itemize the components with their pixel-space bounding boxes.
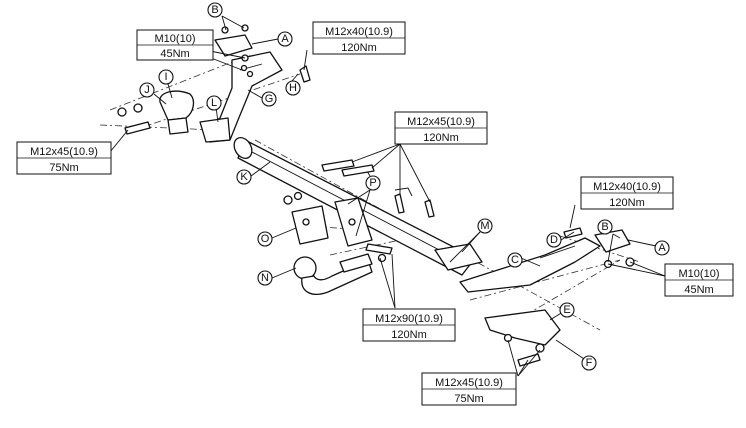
svg-text:K: K	[240, 171, 248, 183]
spec-box-right-lower: M10(10) 45Nm	[664, 263, 734, 297]
callout-k: K	[236, 169, 252, 185]
spec-torque: 120Nm	[341, 42, 376, 54]
spec-box-center: M12x45(10.9) 120Nm	[394, 111, 488, 145]
svg-text:H: H	[289, 82, 297, 94]
svg-text:N: N	[261, 272, 269, 284]
svg-text:B: B	[211, 4, 218, 16]
spec-torque: 120Nm	[423, 132, 458, 144]
svg-text:I: I	[164, 71, 167, 83]
svg-text:L: L	[211, 97, 217, 109]
rear-plate	[434, 243, 483, 271]
callout-a-top: A	[277, 31, 293, 47]
callout-o: O	[257, 231, 273, 247]
spec-size: M12x90(10.9)	[375, 313, 443, 325]
svg-text:E: E	[563, 304, 570, 316]
spec-torque: 120Nm	[609, 197, 644, 209]
callout-g: G	[261, 91, 277, 107]
svg-text:D: D	[550, 234, 558, 246]
spec-torque: 120Nm	[391, 329, 426, 341]
svg-text:C: C	[511, 254, 519, 266]
callout-e: E	[559, 302, 575, 318]
tow-ball	[293, 253, 373, 295]
callout-p: P	[365, 175, 381, 191]
spec-box-right-upper: M12x40(10.9) 120Nm	[580, 176, 674, 210]
spec-box-left: M12x45(10.9) 75Nm	[16, 141, 112, 175]
spec-size: M10(10)	[679, 268, 720, 280]
right-clamp	[594, 229, 631, 253]
svg-text:G: G	[265, 93, 274, 105]
spec-size: M12x40(10.9)	[325, 26, 393, 38]
spec-box-bottom: M12x45(10.9) 75Nm	[421, 372, 517, 406]
callout-c: C	[507, 252, 523, 268]
svg-text:F: F	[586, 357, 593, 369]
spec-size: M12x45(10.9)	[30, 146, 98, 158]
callout-n: N	[257, 270, 273, 286]
callout-d: D	[546, 232, 562, 248]
callout-b-right: B	[597, 219, 613, 235]
spec-size: M10(10)	[155, 33, 196, 45]
svg-text:P: P	[369, 177, 376, 189]
callout-a-right: A	[654, 240, 670, 256]
spec-box-top-left: M10(10) 45Nm	[136, 29, 214, 61]
callout-i: I	[158, 69, 174, 85]
left-bracket-assembly	[159, 34, 283, 143]
svg-text:A: A	[281, 33, 289, 45]
callout-j: J	[139, 82, 155, 98]
spec-torque: 45Nm	[684, 284, 713, 296]
hitch-bracket	[291, 197, 373, 247]
callout-f: F	[581, 355, 597, 371]
svg-text:B: B	[601, 221, 608, 233]
svg-text:A: A	[658, 242, 666, 254]
svg-text:J: J	[144, 84, 150, 96]
leader-lines	[109, 15, 666, 377]
spec-torque: 75Nm	[49, 162, 78, 174]
spec-size: M12x45(10.9)	[407, 116, 475, 128]
right-bracket-assembly	[459, 229, 631, 346]
spec-torque: 75Nm	[454, 393, 483, 405]
svg-text:M: M	[480, 220, 489, 232]
top-clamp	[214, 34, 253, 57]
callout-l: L	[206, 95, 222, 111]
spec-box-top-mid: M12x40(10.9) 120Nm	[312, 21, 406, 55]
callout-m: M	[477, 218, 493, 234]
spec-size: M12x45(10.9)	[435, 377, 503, 389]
spec-size: M12x40(10.9)	[593, 181, 661, 193]
svg-text:O: O	[261, 233, 270, 245]
spec-torque: 45Nm	[160, 48, 189, 60]
spec-box-bottom-mid: M12x90(10.9) 120Nm	[362, 308, 456, 342]
callout-h: H	[285, 80, 301, 96]
callout-b-top: B	[207, 2, 223, 18]
